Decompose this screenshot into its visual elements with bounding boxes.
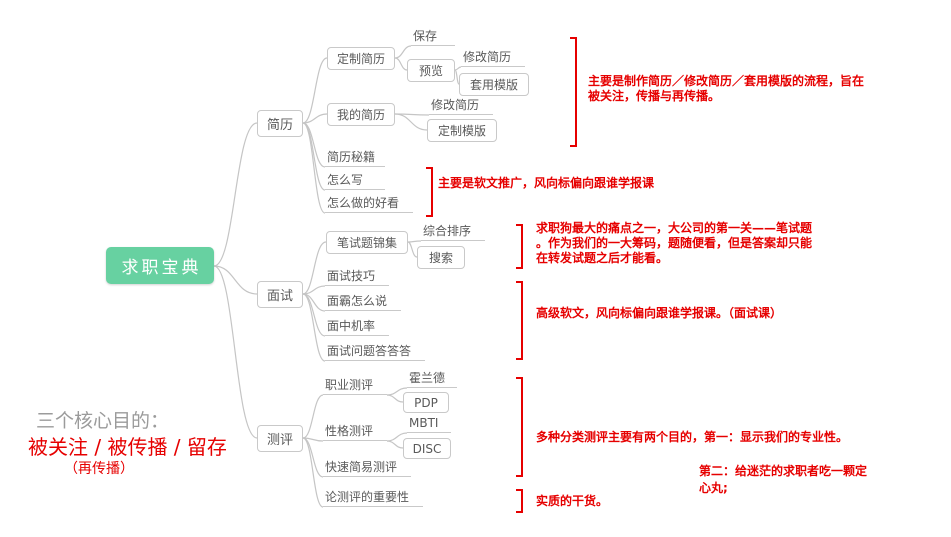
node-search[interactable]: 搜索 — [417, 246, 465, 269]
node-my-resume[interactable]: 我的简历 — [327, 103, 395, 126]
node-holland[interactable]: 霍兰德 — [407, 368, 457, 388]
footer-core-purpose-title: 三个核心目的： — [36, 410, 170, 432]
node-personality-test[interactable]: 性格测评 — [323, 421, 387, 441]
bracket-written-test — [516, 224, 523, 269]
node-test-importance[interactable]: 论测评的重要性 — [323, 487, 423, 507]
annotation-resume-flow: 主要是制作简历／修改简历／套用模版的流程，旨在 被关注，传播与再传播。 — [588, 74, 865, 103]
annotation-assessment-line1: 多种分类测评主要有两个目的，第一：显示我们的专业性。 — [536, 430, 849, 444]
node-preview[interactable]: 预览 — [407, 59, 455, 82]
node-custom-template[interactable]: 定制模版 — [427, 119, 497, 142]
node-hit-rate[interactable]: 面中机率 — [325, 316, 389, 336]
node-disc[interactable]: DISC — [403, 438, 451, 459]
bracket-assessment — [516, 377, 523, 477]
node-resume-tips[interactable]: 简历秘籍 — [325, 147, 385, 167]
annotation-soft-promo: 主要是软文推广，风向标偏向跟谁学报课 — [438, 176, 655, 190]
annotation-real-value: 实质的干货。 — [536, 494, 609, 508]
annotation-assessment-purpose: 多种分类测评主要有两个目的，第一：显示我们的专业性。 第二：给迷茫的求职者吃一颗… — [536, 412, 876, 514]
node-quick-test[interactable]: 快速简易测评 — [323, 457, 411, 477]
branch-interview[interactable]: 面试 — [257, 281, 303, 308]
node-save[interactable]: 保存 — [411, 26, 455, 46]
node-career-test[interactable]: 职业测评 — [323, 375, 387, 395]
node-mbti[interactable]: MBTI — [407, 413, 451, 433]
node-edit-resume-1[interactable]: 修改简历 — [461, 47, 525, 67]
annotation-advanced-soft: 高级软文，风向标偏向跟谁学报课。（面试课） — [536, 306, 783, 320]
node-written-test-collection[interactable]: 笔试题锦集 — [326, 231, 408, 254]
central-topic[interactable]: 求职宝典 — [106, 247, 214, 284]
node-interview-qa[interactable]: 面试问题答答答 — [325, 341, 425, 361]
branch-resume[interactable]: 简历 — [257, 110, 303, 137]
bracket-interview-soft — [516, 281, 523, 360]
node-sort[interactable]: 综合排序 — [421, 221, 485, 241]
footer-respread: （再传播） — [64, 461, 134, 477]
node-how-to-write[interactable]: 怎么写 — [325, 170, 385, 190]
node-apply-template[interactable]: 套用模版 — [459, 73, 529, 96]
node-edit-resume-2[interactable]: 修改简历 — [429, 95, 493, 115]
node-how-to-look-good[interactable]: 怎么做的好看 — [325, 193, 413, 213]
bracket-soft-promo — [426, 167, 433, 217]
node-interview-skills[interactable]: 面试技巧 — [325, 266, 389, 286]
node-custom-resume[interactable]: 定制简历 — [327, 47, 395, 70]
node-pdp[interactable]: PDP — [403, 392, 449, 413]
bracket-real-value — [516, 489, 523, 513]
bracket-resume-flow — [570, 37, 577, 147]
footer-core-goals: 被关注 / 被传播 / 留存 — [28, 435, 227, 459]
annotation-written-test: 求职狗最大的痛点之一，大公司的第一关——笔试题 。作为我们的一大筹码，题随便看，… — [536, 221, 813, 265]
node-how-to-say[interactable]: 面霸怎么说 — [325, 291, 401, 311]
annotation-assessment-line2: 第二：给迷茫的求职者吃一颗定心丸; — [699, 464, 868, 495]
branch-assessment[interactable]: 测评 — [257, 425, 303, 452]
